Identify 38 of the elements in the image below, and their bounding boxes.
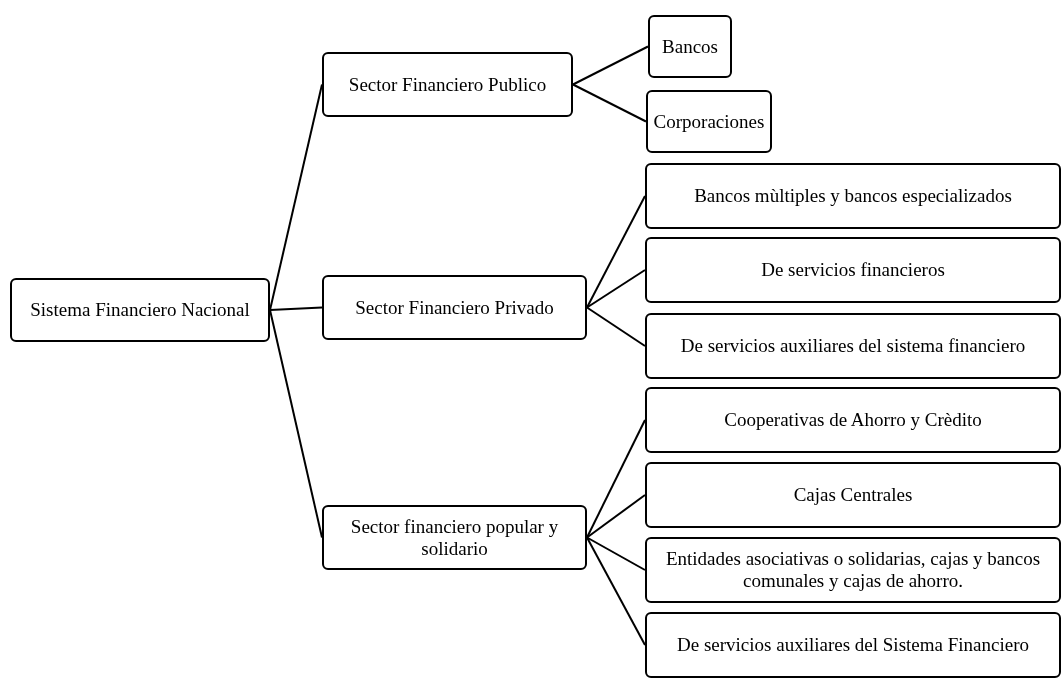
category-box [645,537,1061,603]
category-box [648,15,732,78]
category-box [322,275,587,340]
category-box [645,462,1061,528]
category-box [322,52,573,117]
box-label: De servicios auxiliares del sistema financiero [680,335,1026,357]
connector-line [586,536,646,571]
connector-line [586,494,646,539]
category-box [10,278,270,342]
box-label: Sector Financiero Publico [348,73,547,96]
box-label: Cooperativas de Ahorro y Crèdito [724,409,982,431]
category-box [645,163,1061,229]
box-label: De servicios financieros [761,259,945,281]
box-label: Corporaciones [653,110,765,133]
box-label: De servicios auxiliares del Sistema Financiero [677,634,1029,656]
category-box [645,237,1061,303]
category-box [645,387,1061,453]
box-label: Sistema Financiero Nacional [30,299,250,321]
connector-line [269,83,323,311]
category-box [645,313,1061,379]
connector-line [586,419,646,539]
box-label: Sector financiero popular y solidario [349,515,560,560]
category-box [645,612,1061,678]
category-box [322,505,587,570]
connector-line [572,45,649,86]
box-label: Entidades asociativas o solidarias, cajas y bancos comunales y cajas de ahorro. [664,548,1042,592]
connector-line [586,536,646,646]
connector-line [586,269,646,309]
box-label: Sector Financiero Privado [355,296,554,319]
connector-line [586,306,646,347]
connector-line [269,306,323,311]
box-label: Bancos mùltiples y bancos especializados [694,185,1012,207]
box-label: Bancos [662,35,718,58]
connector-line [586,195,646,309]
connector-line [269,309,323,539]
category-box [646,90,772,153]
box-label: Cajas Centrales [793,484,913,506]
connector-line [572,83,647,123]
